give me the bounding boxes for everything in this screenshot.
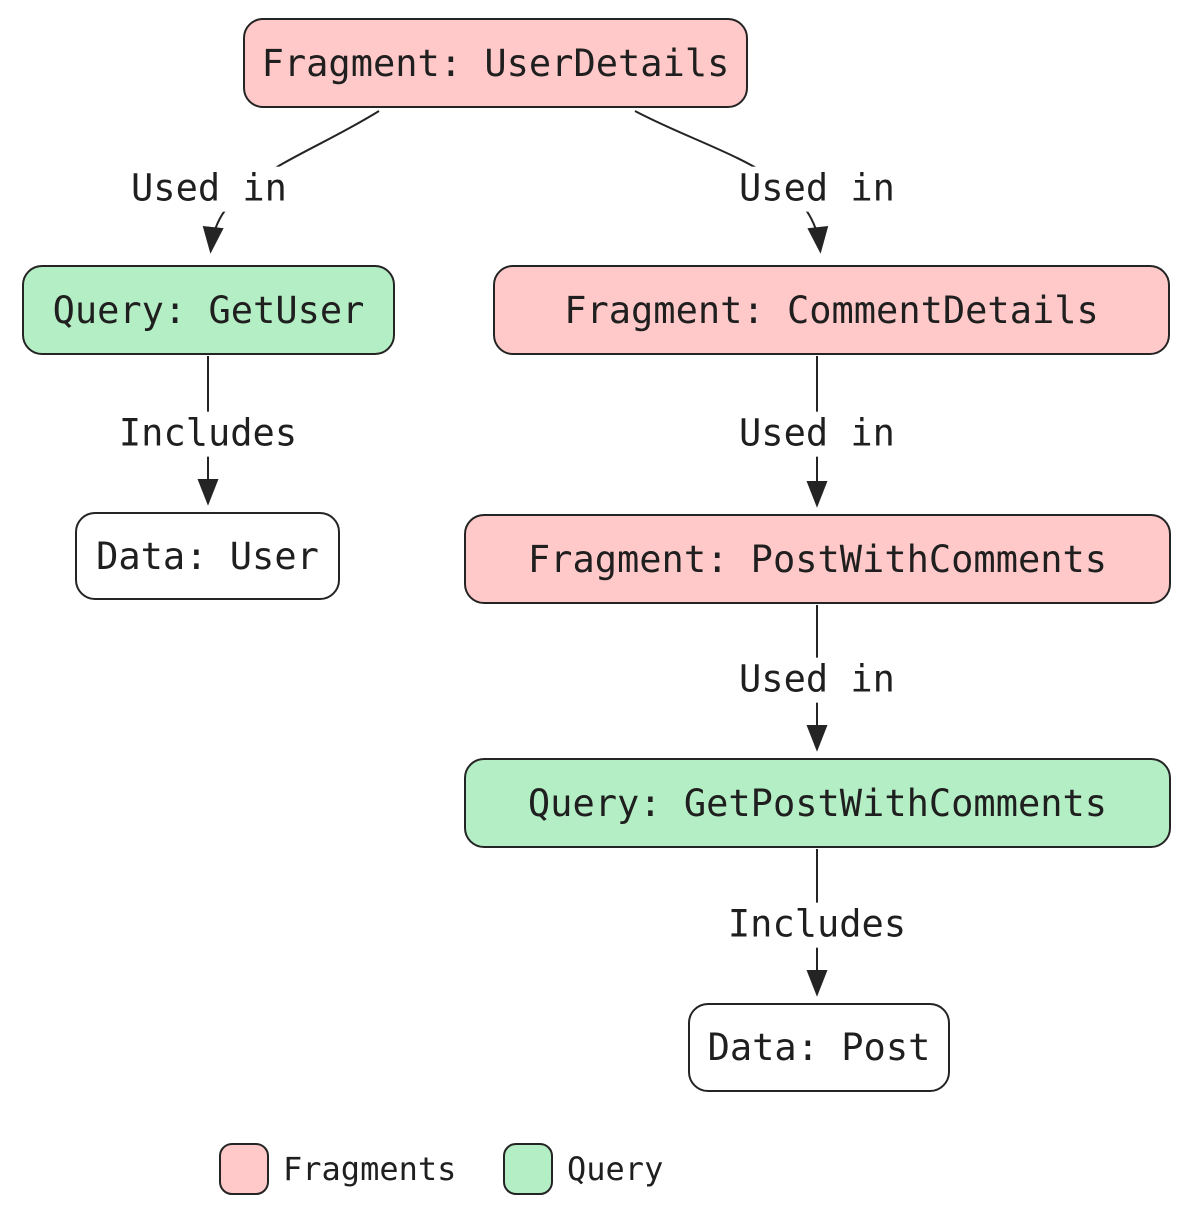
legend-item-query: Query [503, 1143, 663, 1195]
node-label: Fragment: CommentDetails [564, 288, 1099, 332]
legend-label-fragments: Fragments [283, 1150, 457, 1188]
node-label: Query: GetPostWithComments [527, 781, 1108, 825]
node-label: Fragment: PostWithComments [527, 537, 1108, 581]
edge-label-used-in-2: Used in [729, 166, 905, 212]
node-fragment-commentdetails: Fragment: CommentDetails [493, 265, 1170, 355]
node-query-getpostwithcomments: Query: GetPostWithComments [464, 758, 1171, 848]
node-data-user: Data: User [75, 512, 340, 600]
edge-label-includes-1: Includes [108, 411, 308, 457]
edge-label-used-in-1: Used in [121, 166, 297, 212]
edge-label-used-in-4: Used in [729, 657, 905, 703]
node-label: Data: Post [707, 1026, 931, 1069]
node-fragment-userdetails: Fragment: UserDetails [243, 18, 748, 108]
edge-label-used-in-3: Used in [729, 411, 905, 457]
node-label: Data: User [96, 534, 319, 578]
legend-label-query: Query [567, 1150, 664, 1188]
fragments-color-swatch [219, 1143, 269, 1195]
node-data-post: Data: Post [688, 1003, 950, 1092]
node-label: Fragment: UserDetails [261, 41, 730, 85]
node-label: Query: GetUser [52, 288, 365, 332]
node-fragment-postwithcomments: Fragment: PostWithComments [464, 514, 1171, 604]
legend-item-fragments: Fragments [219, 1143, 456, 1195]
node-query-getuser: Query: GetUser [22, 265, 395, 355]
edge-label-includes-2: Includes [717, 902, 917, 948]
query-color-swatch [503, 1143, 553, 1195]
